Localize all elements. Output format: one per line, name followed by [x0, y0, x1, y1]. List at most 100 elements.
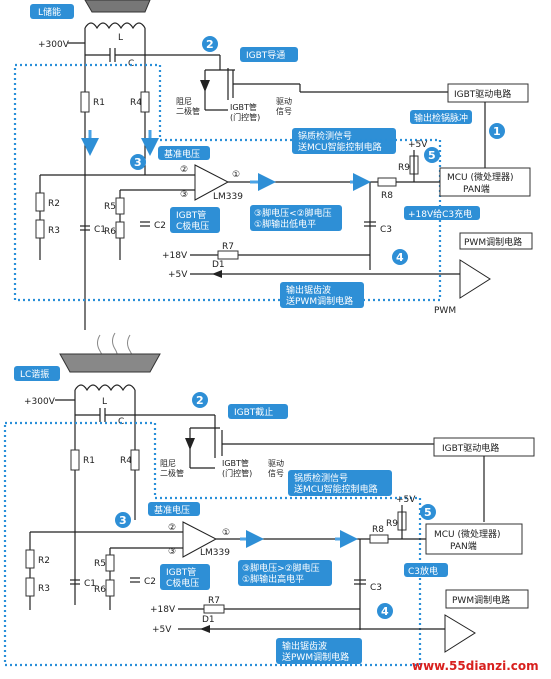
c1-label: C1 — [84, 579, 96, 589]
step-3-badge — [115, 512, 131, 528]
igbt-c-voltage-box — [170, 207, 220, 233]
inductor-coil — [84, 22, 146, 30]
r4-label: R4 — [120, 456, 132, 466]
step-4-label: 4 — [396, 251, 404, 264]
pin3: ③ — [168, 547, 176, 557]
r1-label: R1 — [93, 98, 105, 108]
sawtooth-line-2: 送PWM调制电路 — [286, 295, 353, 307]
igbt-tube-label-1: IGBT管 — [230, 102, 257, 112]
igbt-c-line-1: IGBT管 — [176, 209, 206, 221]
igbt-c-voltage-box — [160, 564, 210, 590]
resistor-r7 — [217, 250, 239, 260]
step-3-badge — [130, 154, 146, 170]
step-4-label: 4 — [381, 605, 389, 618]
r4-label: R4 — [130, 98, 142, 108]
igbt-state-box — [228, 404, 288, 419]
plus5v-a: +5V — [396, 495, 416, 505]
plus5v-b-label: +5V — [152, 625, 172, 635]
r3-label: R3 — [48, 226, 60, 236]
r5-label: R5 — [94, 559, 106, 569]
pan-detect-line-2: 送MCU智能控制电路 — [298, 141, 382, 153]
panel-bottom: LC谐振 L +300V C 2 IGBT截止 阻尼 二极管 IGBT管 (门控… — [3, 332, 539, 673]
resistor-r3 — [25, 577, 35, 597]
output-detect: 输出检锅脉冲 — [414, 112, 468, 124]
r1-label: R1 — [83, 456, 95, 466]
pot-icon — [59, 353, 161, 373]
r2-label: R2 — [38, 556, 50, 566]
inductor-label: L — [118, 33, 123, 43]
step-2-badge — [202, 36, 218, 52]
lc-label-box — [14, 366, 60, 381]
r6-label: R6 — [94, 585, 106, 595]
resistor-r4 — [130, 449, 140, 471]
step-1-label: 1 — [493, 125, 501, 138]
sawtooth-line-1: 输出锯齿波 — [282, 640, 327, 652]
pwm-circuit: PWM调制电路 — [464, 236, 522, 248]
output-detect-box — [410, 110, 472, 124]
resistor-r8 — [377, 177, 397, 187]
pwm-circuit: PWM调制电路 — [452, 594, 510, 606]
step-4-badge — [377, 603, 393, 619]
pin3: ③ — [180, 190, 188, 200]
resistor-r7 — [203, 604, 225, 614]
drive-signal-line-2: 信号 — [268, 468, 284, 478]
r5-label: R5 — [104, 202, 116, 212]
igbt-c-line-2: C极电压 — [176, 220, 209, 232]
resistor-r1 — [70, 449, 80, 471]
resistor-r2 — [25, 549, 35, 569]
plus18v-label: +18V — [162, 251, 188, 261]
plus5v-a: +5V — [408, 140, 428, 150]
compare-note-line-2: ①脚输出高电平 — [242, 573, 304, 585]
compare-note-box — [238, 560, 332, 586]
dotted-region — [13, 63, 442, 302]
mcu-box — [425, 523, 523, 555]
igbt-state: IGBT导通 — [246, 50, 285, 61]
r6-label: R6 — [104, 227, 116, 237]
inductor-label: L — [102, 397, 107, 407]
igbt-c-line-2: C极电压 — [166, 577, 199, 589]
compare-note-line-1: ③脚电压>②脚电压 — [242, 562, 320, 574]
pot-icon — [84, 0, 151, 13]
step-3-label: 3 — [134, 156, 142, 169]
igbt-driver: IGBT驱动电路 — [454, 88, 511, 100]
step-4-badge — [392, 249, 408, 265]
step-5-label: 5 — [424, 506, 432, 519]
plus5v-b-label: +5V — [168, 270, 188, 280]
sawtooth-box — [280, 282, 364, 308]
base-voltage: 基准电压 — [154, 504, 190, 516]
r9-label: R9 — [398, 163, 410, 173]
voltage-label: +300V — [38, 40, 70, 50]
igbt-state: IGBT截止 — [234, 406, 273, 418]
comparator-icon — [194, 164, 230, 201]
watermark: www.55dianzi.com — [412, 659, 539, 673]
base-voltage: 基准电压 — [164, 148, 200, 160]
mcu-line-2: PAN端 — [450, 540, 477, 552]
sawtooth-box — [276, 638, 362, 664]
pin2: ② — [180, 165, 188, 175]
damping-diode-label-2: 二极管 — [176, 106, 200, 116]
damping-diode-line: 阻尼 — [176, 97, 192, 106]
sawtooth-line-2: 送PWM调制电路 — [282, 651, 349, 663]
igbt-state-box — [240, 47, 298, 62]
drive-signal-label-1: 驱动 — [276, 96, 292, 106]
mcu-box — [439, 167, 531, 197]
c1-label: C1 — [94, 225, 106, 235]
resistor-r4 — [140, 91, 150, 113]
c3-charge-box — [404, 206, 480, 220]
r7-label: R7 — [222, 242, 234, 252]
compare-note-line-1: ③脚电压<②脚电压 — [254, 207, 332, 219]
igbt-c-line-1: IGBT管 — [166, 566, 196, 578]
diode-d1-icon — [200, 625, 210, 633]
compare-note-line-2: ①脚输出低电平 — [254, 218, 316, 230]
pan-detect-line-2: 送MCU智能控制电路 — [294, 483, 378, 495]
step-3-label: 3 — [119, 514, 127, 527]
comparator-icon — [182, 521, 218, 558]
comparator-label: LM339 — [200, 548, 230, 558]
pwm-comparator-icon — [459, 259, 491, 299]
c3-label: C3 — [380, 225, 392, 235]
lc-label: LC谐振 — [20, 368, 49, 380]
resistor-r5 — [115, 197, 125, 215]
igbt-driver: IGBT驱动电路 — [442, 442, 499, 454]
r7-label: R7 — [208, 596, 220, 606]
